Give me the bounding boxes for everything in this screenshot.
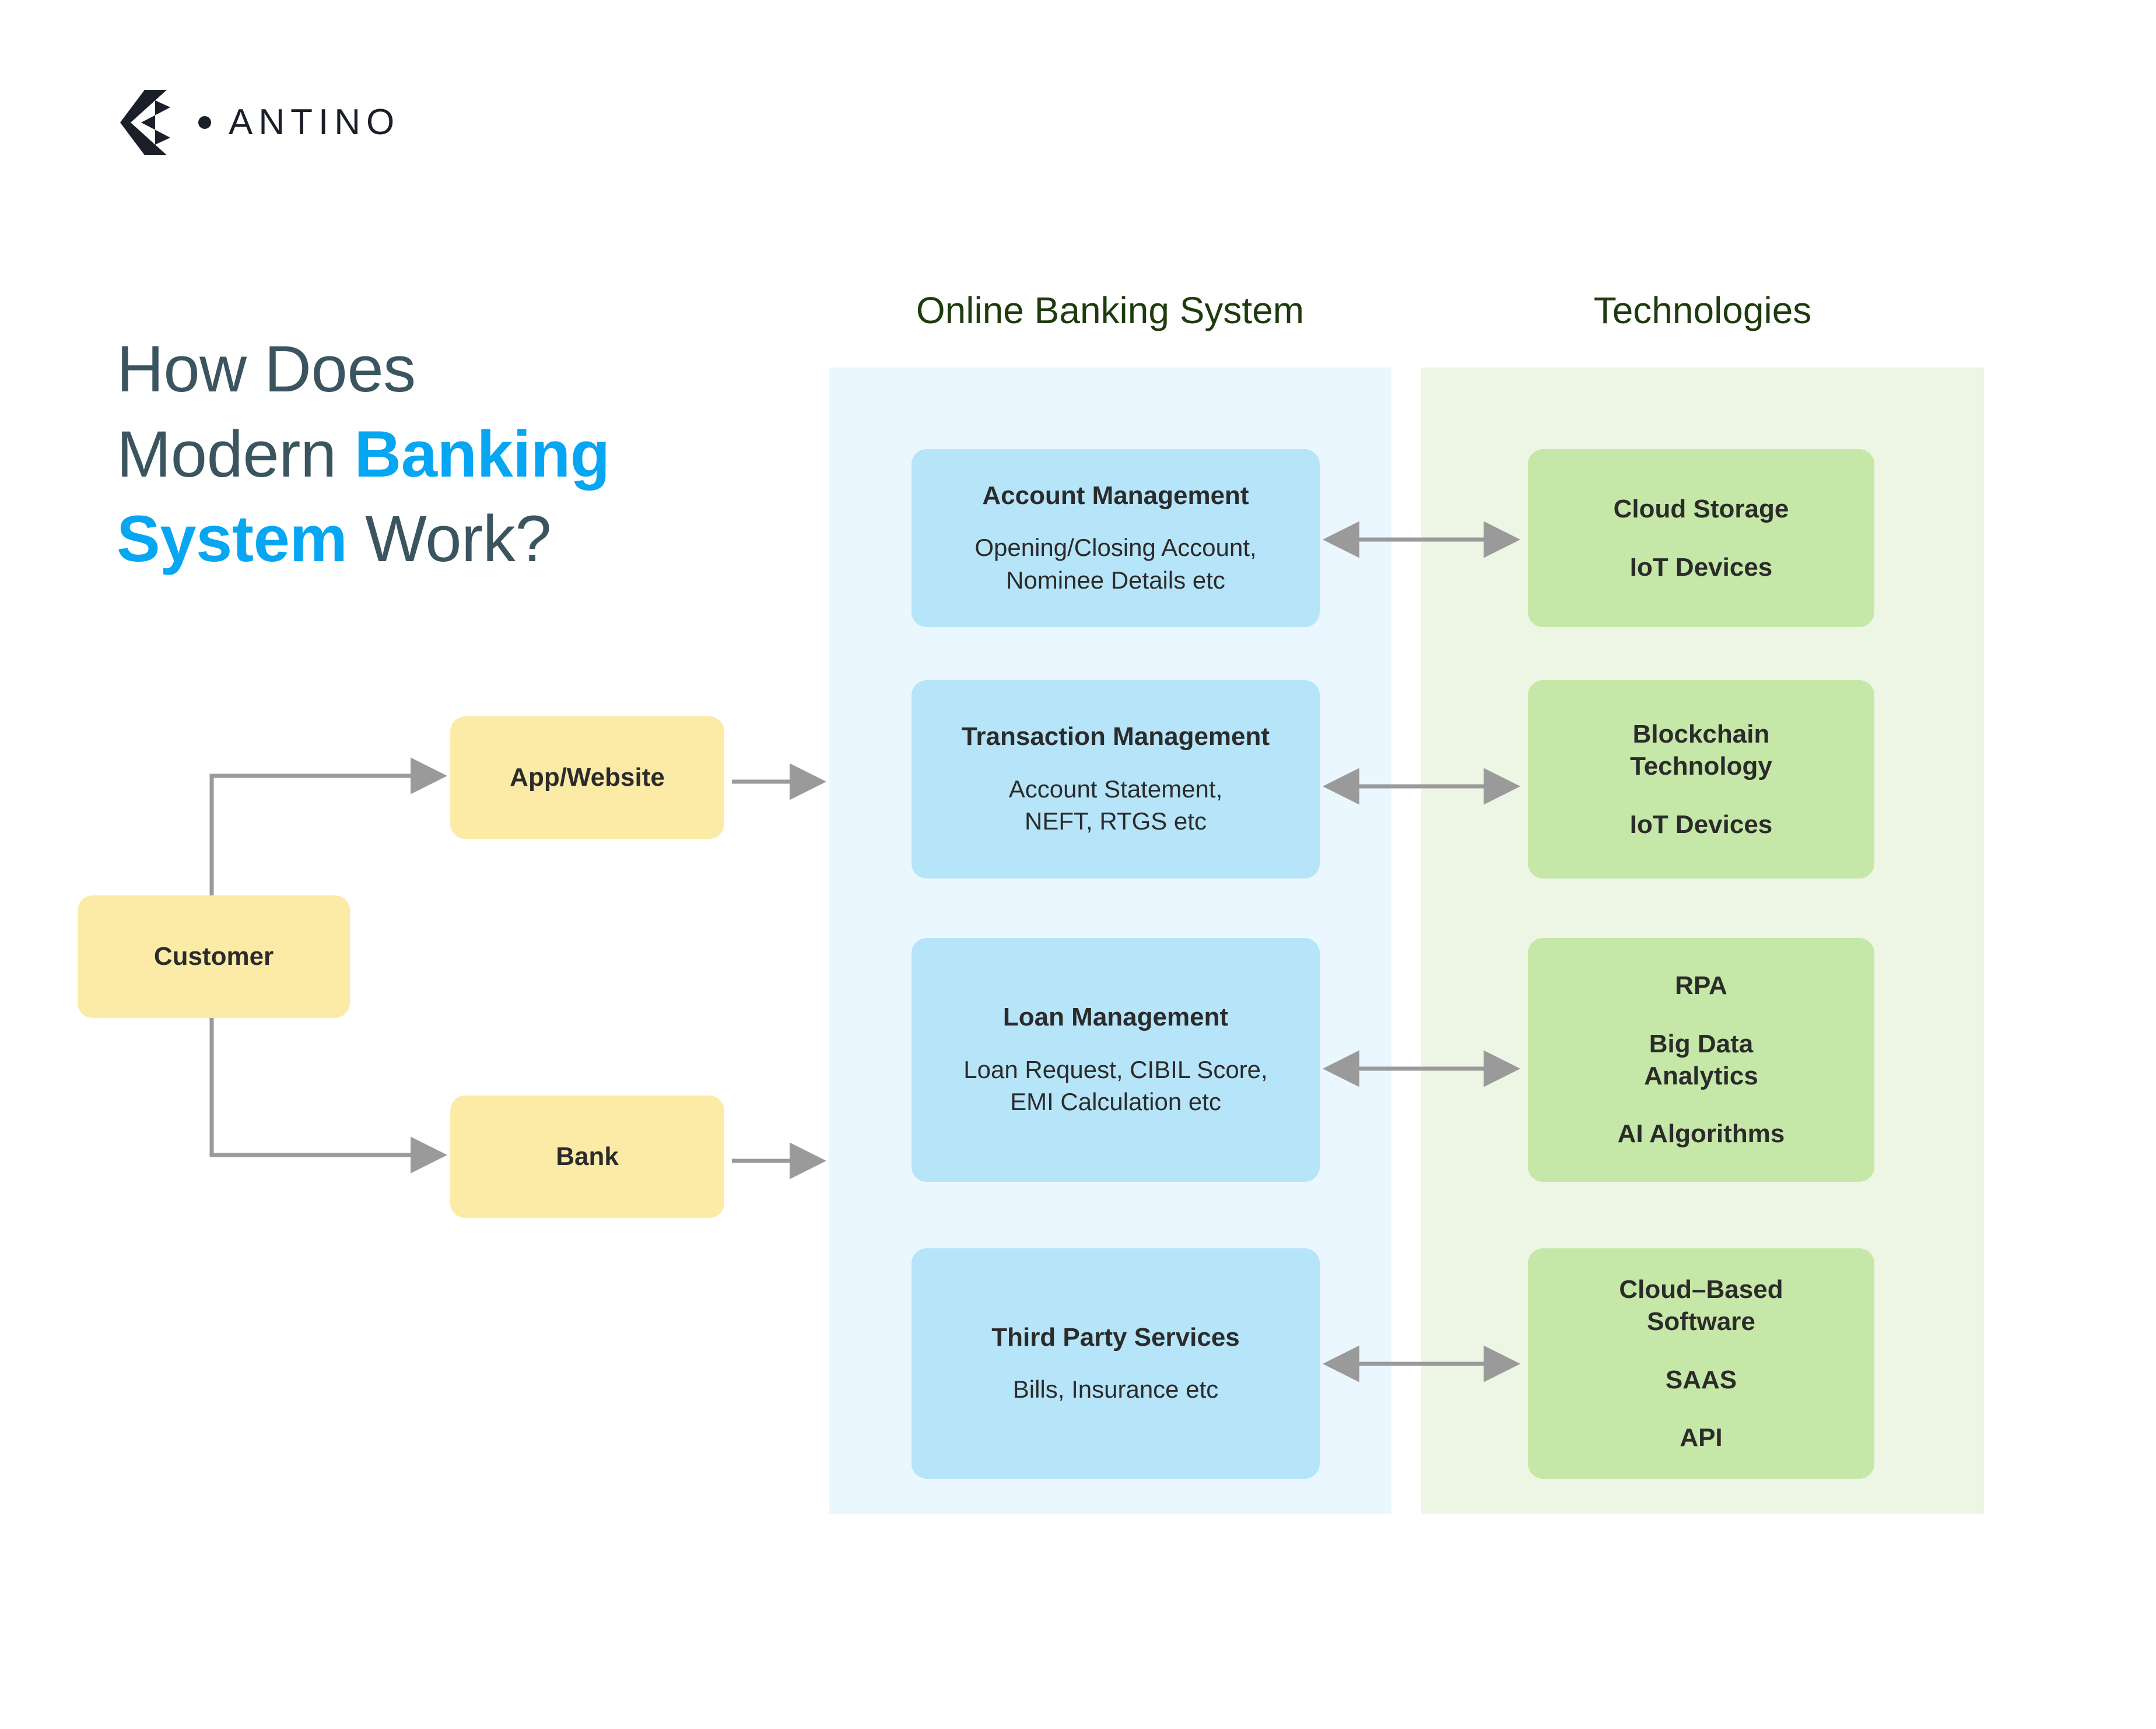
- flow-box-app-website[interactable]: App/Website: [450, 716, 724, 839]
- technology-line: Big Data Analytics: [1644, 1029, 1758, 1090]
- technology-line: Cloud Storage: [1613, 495, 1789, 524]
- service-card-description: Loan Request, CIBIL Score, EMI Calculati…: [963, 1055, 1268, 1116]
- headline-line-2-accent: Banking: [354, 417, 610, 491]
- page-title: How Does Modern Banking System Work?: [117, 327, 805, 582]
- flow-box-app-website-label: App/Website: [510, 763, 665, 792]
- brand-logo: ANTINO: [117, 88, 400, 158]
- flow-box-customer[interactable]: Customer: [78, 895, 350, 1018]
- technology-line: Blockchain Technology: [1630, 719, 1772, 781]
- technology-line: API: [1680, 1423, 1723, 1452]
- service-card-loan-management[interactable]: Loan Management Loan Request, CIBIL Scor…: [912, 938, 1320, 1182]
- antino-chevron-logo-icon: [120, 90, 170, 155]
- technology-card-row-1[interactable]: Cloud Storage IoT Devices: [1528, 449, 1874, 627]
- headline-line-3-accent: System: [117, 502, 348, 576]
- technologies-panel-title: Technologies: [1593, 289, 1812, 331]
- brand-wordmark: ANTINO: [229, 102, 401, 142]
- service-card-description: Opening/Closing Account, Nominee Details…: [974, 534, 1257, 594]
- service-card-description: Account Statement, NEFT, RTGS etc: [1008, 775, 1223, 835]
- service-card-title: Third Party Services: [991, 1322, 1240, 1352]
- service-card-third-party-services[interactable]: Third Party Services Bills, Insurance et…: [912, 1248, 1320, 1479]
- technology-card-row-4[interactable]: Cloud–Based Software SAAS API: [1528, 1248, 1874, 1479]
- connector-customer-to-bank: [209, 1018, 447, 1174]
- service-card-transaction-management[interactable]: Transaction Management Account Statement…: [912, 680, 1320, 878]
- service-card-description: Bills, Insurance etc: [1012, 1376, 1219, 1404]
- technology-line: IoT Devices: [1629, 552, 1773, 582]
- technology-line: AI Algorithms: [1617, 1119, 1785, 1149]
- technology-line: RPA: [1675, 971, 1727, 1000]
- connector-customer-to-app: [209, 757, 447, 895]
- service-card-account-management[interactable]: Account Management Opening/Closing Accou…: [912, 449, 1320, 627]
- technology-card-row-2[interactable]: Blockchain Technology IoT Devices: [1528, 680, 1874, 878]
- technology-line: SAAS: [1665, 1365, 1737, 1394]
- service-card-title: Account Management: [982, 481, 1249, 510]
- headline-line-3-plain: Work?: [347, 502, 552, 576]
- flow-box-bank[interactable]: Bank: [450, 1096, 724, 1218]
- technology-line: Cloud–Based Software: [1619, 1275, 1783, 1336]
- flow-box-bank-label: Bank: [556, 1142, 619, 1171]
- technology-line: IoT Devices: [1629, 810, 1773, 839]
- service-card-title: Loan Management: [1002, 1003, 1229, 1032]
- headline-line-2-plain: Modern: [117, 417, 355, 491]
- headline-line-1: How Does: [117, 332, 416, 406]
- flow-box-customer-label: Customer: [153, 942, 274, 971]
- technology-card-row-3[interactable]: RPA Big Data Analytics AI Algorithms: [1528, 938, 1874, 1182]
- logo-separator-dot: [198, 116, 211, 129]
- service-card-title: Transaction Management: [961, 722, 1270, 751]
- online-banking-panel-title: Online Banking System: [916, 289, 1305, 331]
